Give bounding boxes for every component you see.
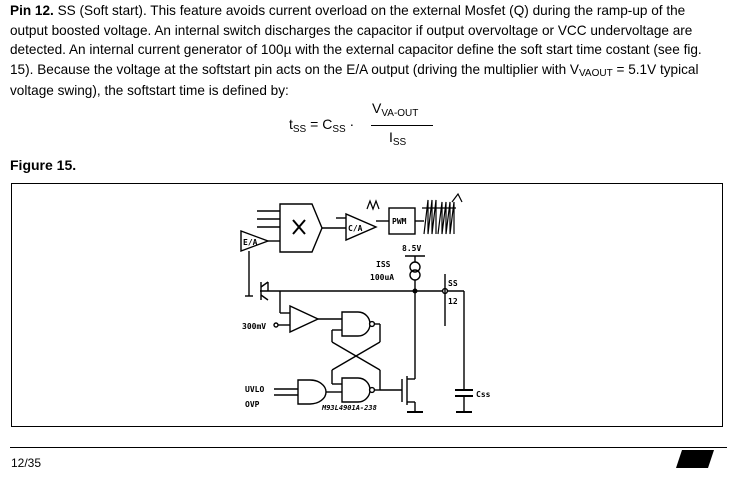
clamp-transistor xyxy=(245,251,269,301)
multiplier-block xyxy=(279,203,323,253)
iss-value: 100uA xyxy=(370,273,394,282)
current-amplifier: C/A xyxy=(336,212,378,242)
pwm-label: PWM xyxy=(392,217,407,226)
formula-num-sub: VA-OUT xyxy=(381,108,419,119)
fraction-bar xyxy=(371,125,433,126)
formula-denominator: ISS xyxy=(389,129,407,148)
formula-dot: · xyxy=(345,116,355,132)
error-amplifier: E/A xyxy=(240,229,280,253)
text-vsub: VAOUT xyxy=(579,67,613,79)
figure-title: Figure 15. xyxy=(10,157,77,173)
formula-c-sub: SS xyxy=(332,124,346,135)
capacitor-label: Css xyxy=(476,390,491,399)
or-gate: UVLO OVP xyxy=(245,379,342,409)
nand-latch xyxy=(331,311,381,403)
text-unit: µ xyxy=(283,42,292,57)
page-number: 12/35 xyxy=(11,456,42,470)
ss-pin-label: SS xyxy=(448,279,458,288)
softstart-formula: tSS = CSS · VVA-OUT ISS xyxy=(289,100,449,150)
pin12-description: Pin 12. SS (Soft start). This feature av… xyxy=(10,1,726,101)
formula-t-sub: SS xyxy=(292,124,307,135)
formula-den-sub: SS xyxy=(392,137,407,148)
threshold-label: 300mV xyxy=(242,322,266,331)
supply-node: 8.5V ISS 100uA xyxy=(370,244,425,291)
text-post: = 5.1V typical voltage swing), the softs… xyxy=(10,61,699,99)
ca-label: C/A xyxy=(348,224,363,233)
ramp-symbol xyxy=(366,199,380,211)
pwm-block: PWM xyxy=(388,207,424,235)
waveform-symbol xyxy=(422,192,463,235)
formula-c: C xyxy=(322,116,333,132)
softstart-circuit-diagram: E/A C/A PWM 8.5V xyxy=(240,192,491,413)
multiplier-inputs xyxy=(257,210,280,228)
st-logo-icon: ST xyxy=(676,450,714,469)
logo-text: ST xyxy=(685,451,704,469)
text-pre: SS (Soft start). This feature avoids cur… xyxy=(10,3,693,57)
ovp-label: OVP xyxy=(245,400,260,409)
discharge-mosfet xyxy=(380,291,423,413)
comparator: 300mV xyxy=(242,291,342,334)
soft-start-capacitor: Css xyxy=(455,291,491,413)
ea-label: E/A xyxy=(243,238,258,247)
text-mid: with the external capacitor define the s… xyxy=(10,42,702,77)
iss-label: ISS xyxy=(376,260,391,269)
formula-den: I xyxy=(389,129,393,145)
formula-lhs: tSS = CSS · xyxy=(289,116,355,135)
pin-number: 12 xyxy=(448,297,458,306)
figure-code: M93L4901A-238 xyxy=(321,404,377,412)
formula-eq: = xyxy=(306,116,323,132)
footer-rule xyxy=(10,447,727,448)
formula-num: V xyxy=(372,100,382,116)
text-v: V xyxy=(569,61,579,77)
formula-numerator: VVA-OUT xyxy=(372,100,419,119)
figure-15-frame: E/A C/A PWM 8.5V xyxy=(11,183,723,427)
formula-t: t xyxy=(289,116,293,132)
uvlo-label: UVLO xyxy=(245,385,264,394)
supply-label: 8.5V xyxy=(402,244,421,253)
pin-label: Pin 12. xyxy=(10,3,54,18)
